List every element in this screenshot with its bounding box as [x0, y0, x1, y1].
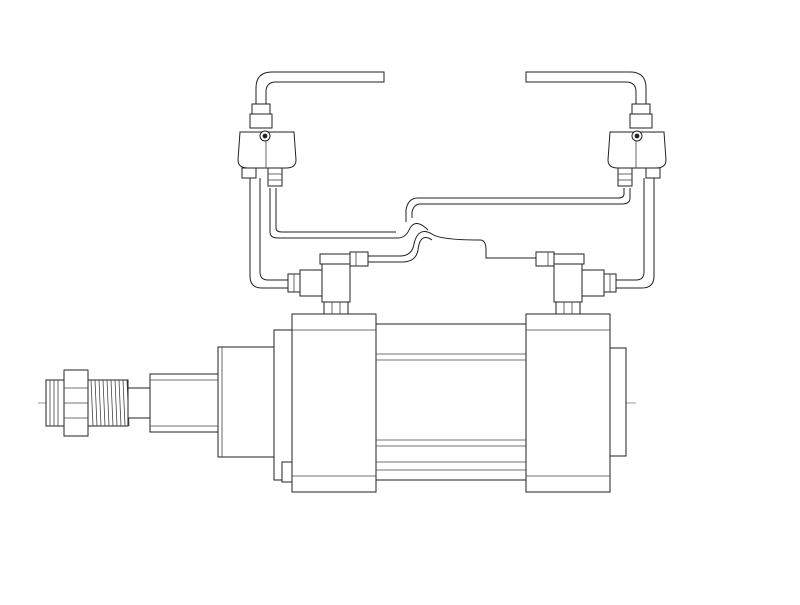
front-port-tee-fitting: [287, 251, 369, 315]
left-exhaust-pipe: [255, 71, 385, 104]
front-end-cap: [273, 313, 377, 493]
left-outer-tube: [249, 178, 288, 289]
thread-ridge: [94, 379, 98, 427]
thread-ridge: [102, 379, 106, 427]
thread-ridge: [106, 379, 110, 427]
thread-ridge: [114, 379, 118, 427]
rear-port-tee-fitting: [535, 251, 617, 315]
rear-end-cap: [525, 313, 627, 493]
thread-ridge: [90, 379, 94, 427]
right-flow-control-valve: [607, 103, 667, 187]
left-flow-control-valve: [237, 103, 297, 187]
cylinder-barrel: [375, 323, 527, 481]
thread-ridge: [118, 379, 122, 427]
crossover-tube-upper-left: [269, 188, 429, 239]
crossover-tube-front: [368, 231, 536, 263]
rod-threaded-section: [87, 379, 130, 427]
front-rod-cover: [217, 346, 275, 458]
piston-rod: [127, 373, 219, 433]
thread-ridge: [110, 379, 114, 427]
rod-end-thread: [45, 379, 65, 427]
right-exhaust-pipe: [525, 71, 647, 104]
right-outer-tube: [616, 178, 655, 289]
crossover-tube-upper-right: [405, 188, 631, 222]
rod-lock-nut: [63, 369, 89, 437]
thread-ridge: [122, 379, 126, 427]
thread-ridge: [98, 379, 102, 427]
